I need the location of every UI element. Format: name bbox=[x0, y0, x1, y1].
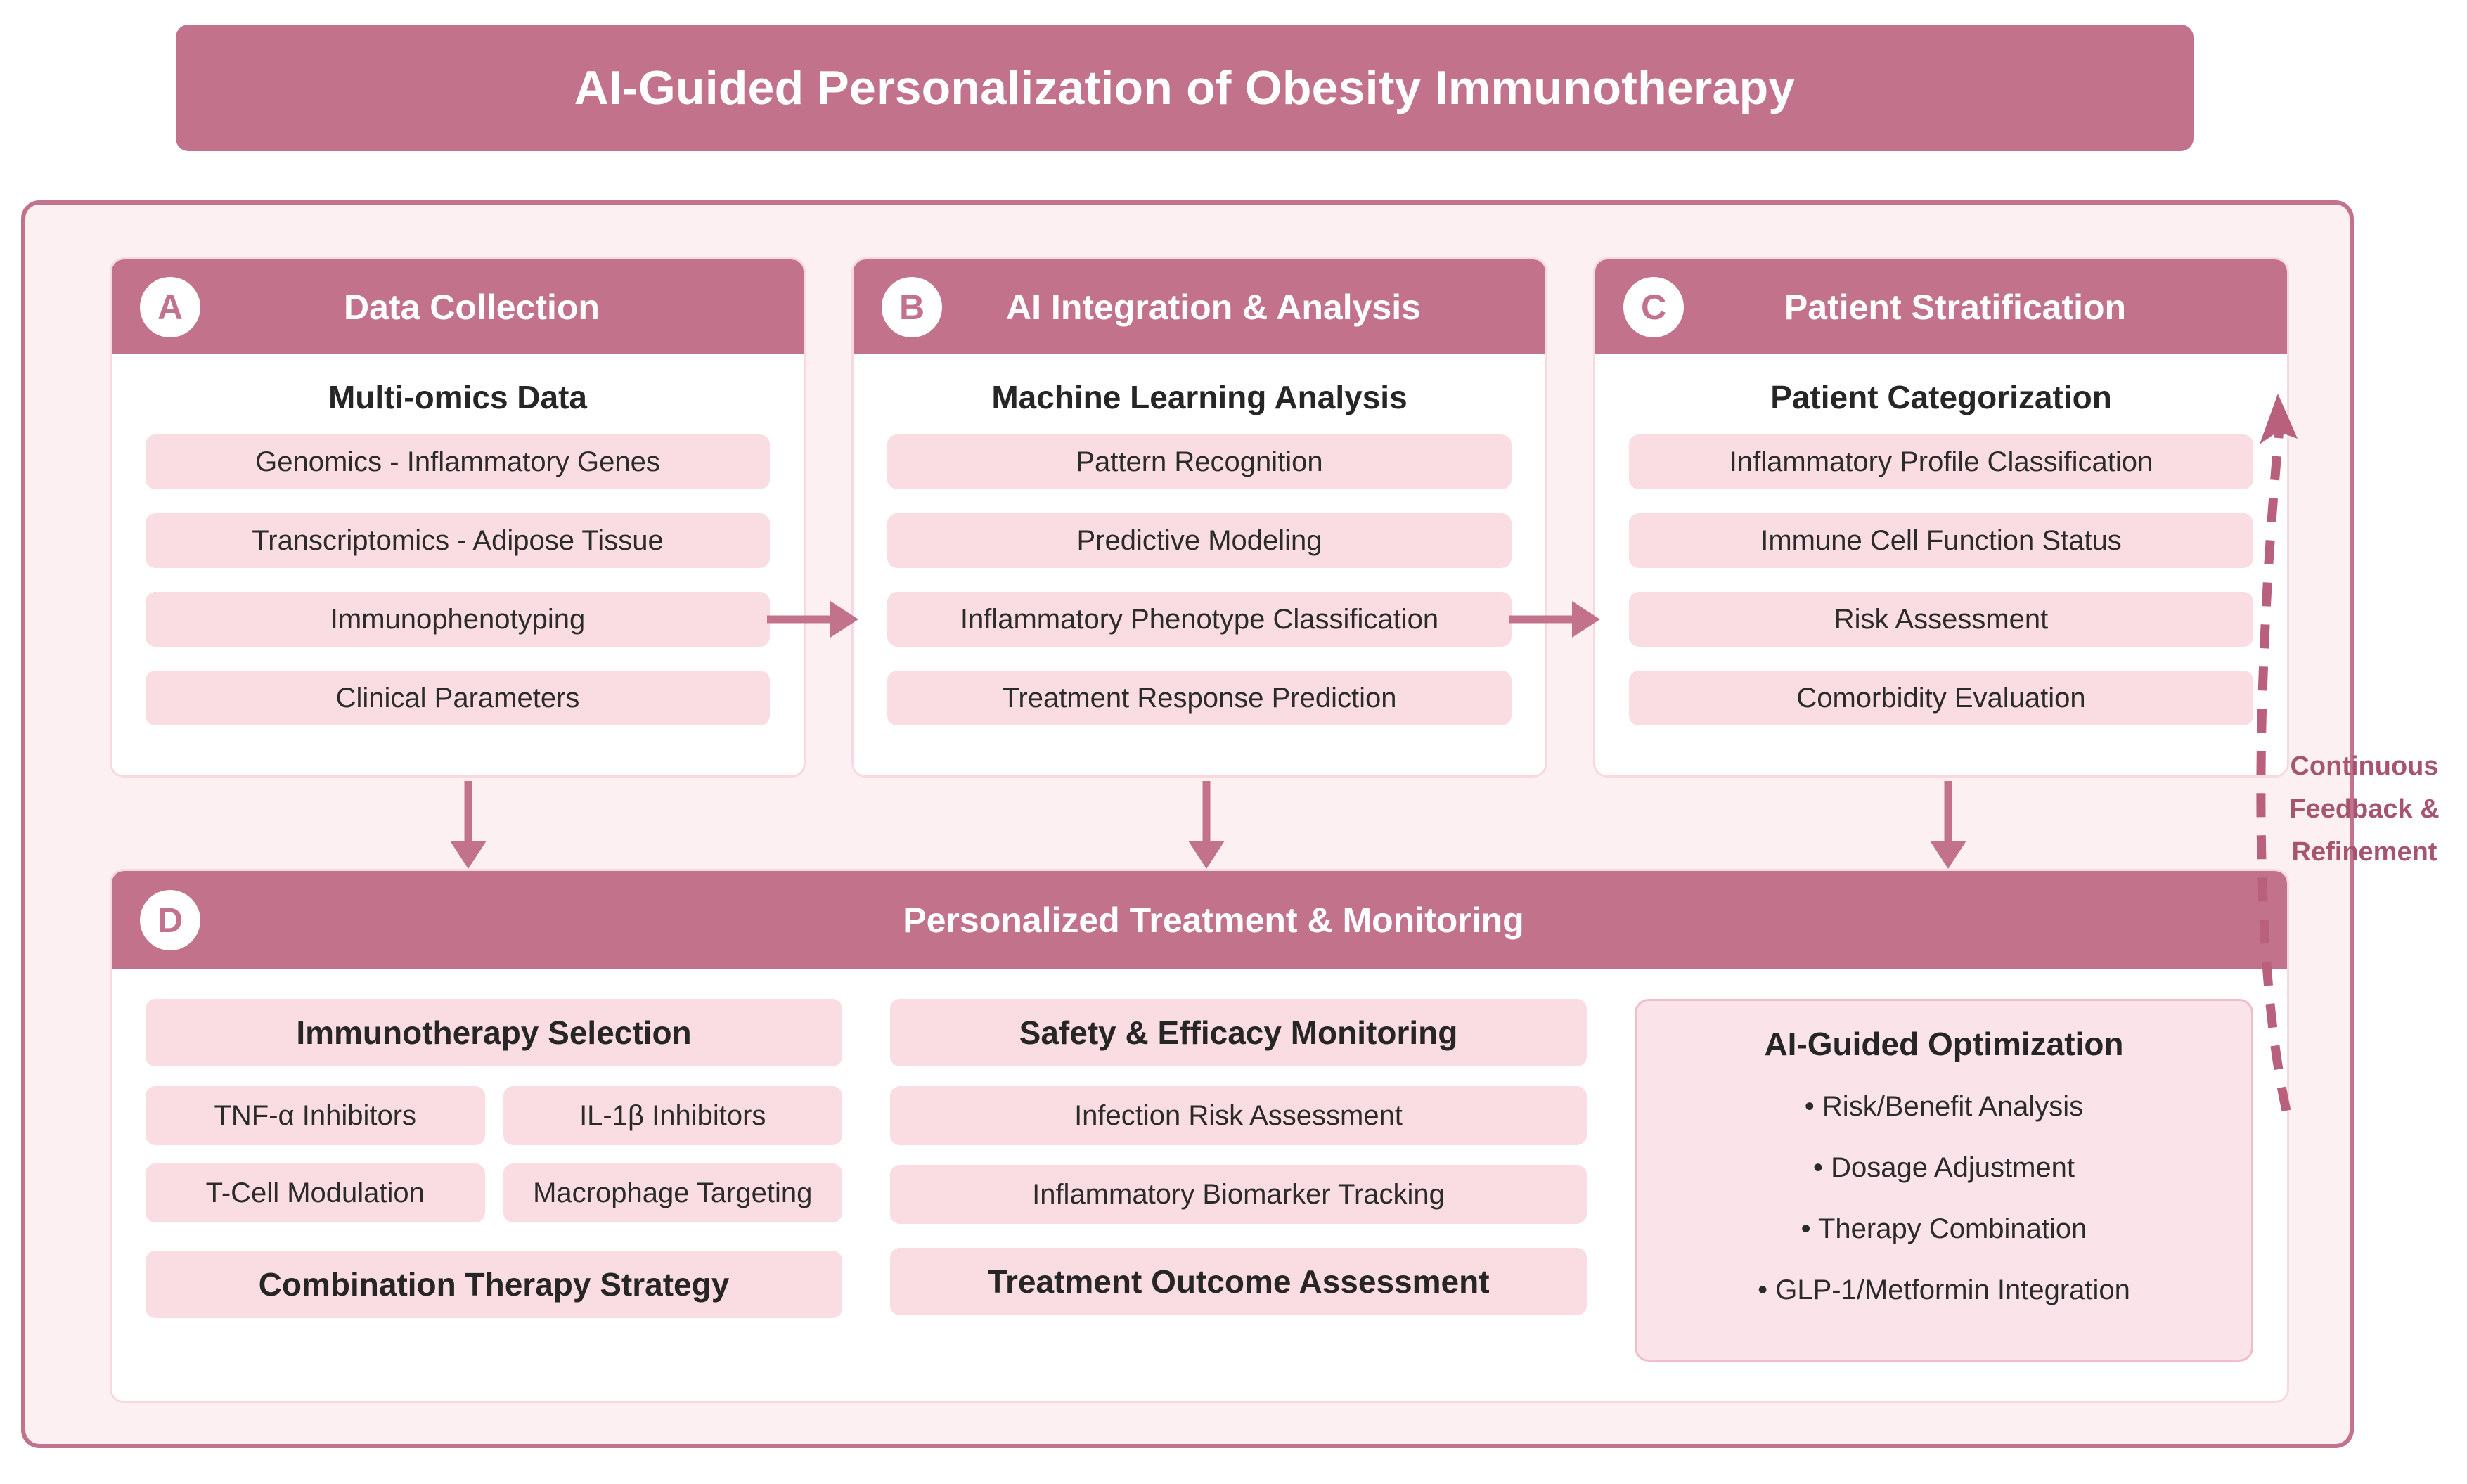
stage-a-header: A Data Collection bbox=[112, 259, 804, 354]
stage-c-subtitle: Patient Categorization bbox=[1770, 379, 2112, 415]
stage-c-item[interactable]: Risk Assessment bbox=[1629, 592, 2253, 647]
stage-b-badge: B bbox=[882, 276, 942, 337]
optimization-item: • GLP-1/Metformin Integration bbox=[1758, 1275, 2130, 1305]
immunotherapy-item[interactable]: T-Cell Modulation bbox=[146, 1163, 485, 1222]
stage-card-c[interactable]: C Patient Stratification Patient Categor… bbox=[1593, 257, 2289, 778]
immunotherapy-grid: TNF-α Inhibitors IL-1β Inhibitors T-Cell… bbox=[146, 1086, 842, 1222]
stage-d-header: D Personalized Treatment & Monitoring bbox=[112, 871, 2287, 969]
arrow-b-to-c-icon bbox=[1509, 598, 1600, 640]
immunotherapy-item[interactable]: IL-1β Inhibitors bbox=[503, 1086, 842, 1145]
stage-a-item[interactable]: Clinical Parameters bbox=[146, 671, 770, 725]
immunotherapy-item[interactable]: Macrophage Targeting bbox=[503, 1163, 842, 1222]
stage-c-body: Patient Categorization Inflammatory Prof… bbox=[1595, 378, 2287, 725]
immunotherapy-item[interactable]: TNF-α Inhibitors bbox=[146, 1086, 485, 1145]
stage-b-item[interactable]: Pattern Recognition bbox=[887, 434, 1512, 489]
stage-c-item[interactable]: Comorbidity Evaluation bbox=[1629, 671, 2253, 725]
stage-a-body: Multi-omics Data Genomics - Inflammatory… bbox=[112, 378, 804, 725]
stage-b-item[interactable]: Inflammatory Phenotype Classification bbox=[887, 592, 1512, 647]
stage-c-item[interactable]: Immune Cell Function Status bbox=[1629, 513, 2253, 568]
title-banner: AI-Guided Personalization of Obesity Imm… bbox=[176, 25, 2194, 151]
monitoring-heading: Safety & Efficacy Monitoring bbox=[890, 999, 1587, 1066]
stage-card-d[interactable]: D Personalized Treatment & Monitoring Im… bbox=[110, 869, 2289, 1403]
stage-d-title: Personalized Treatment & Monitoring bbox=[903, 901, 1524, 940]
stage-a-item[interactable]: Genomics - Inflammatory Genes bbox=[146, 434, 770, 489]
optimization-item: • Risk/Benefit Analysis bbox=[1804, 1091, 2084, 1122]
arrow-a-to-d-icon bbox=[447, 781, 489, 869]
stage-a-title: Data Collection bbox=[344, 287, 600, 327]
arrow-a-to-b-icon bbox=[767, 598, 858, 640]
stage-card-a[interactable]: A Data Collection Multi-omics Data Genom… bbox=[110, 257, 806, 778]
stage-d-badge: D bbox=[140, 890, 200, 950]
stage-c-badge: C bbox=[1623, 276, 1684, 337]
column-immunotherapy-selection: Immunotherapy Selection TNF-α Inhibitors… bbox=[146, 999, 842, 1362]
arrow-c-to-d-icon bbox=[1927, 781, 1969, 869]
stage-c-title: Patient Stratification bbox=[1784, 287, 2127, 327]
stage-b-item[interactable]: Predictive Modeling bbox=[887, 513, 1512, 568]
flowchart-container: A Data Collection Multi-omics Data Genom… bbox=[21, 200, 2354, 1448]
optimization-item: • Dosage Adjustment bbox=[1813, 1152, 2075, 1183]
stage-b-title: AI Integration & Analysis bbox=[1006, 287, 1421, 327]
stage-a-item[interactable]: Immunophenotyping bbox=[146, 592, 770, 647]
immunotherapy-heading: Immunotherapy Selection bbox=[146, 999, 842, 1066]
combination-therapy-strategy[interactable]: Combination Therapy Strategy bbox=[146, 1251, 842, 1318]
stage-b-body: Machine Learning Analysis Pattern Recogn… bbox=[854, 378, 1545, 725]
column-ai-guided-optimization: AI-Guided Optimization • Risk/Benefit An… bbox=[1635, 999, 2253, 1362]
optimization-item: • Therapy Combination bbox=[1801, 1213, 2087, 1244]
stage-a-badge: A bbox=[140, 276, 200, 337]
stage-b-subtitle: Machine Learning Analysis bbox=[991, 379, 1408, 415]
stage-a-item[interactable]: Transcriptomics - Adipose Tissue bbox=[146, 513, 770, 568]
optimization-title: AI-Guided Optimization bbox=[1764, 1026, 2124, 1062]
monitoring-item[interactable]: Infection Risk Assessment bbox=[890, 1086, 1587, 1145]
stage-b-item[interactable]: Treatment Response Prediction bbox=[887, 671, 1512, 725]
arrow-b-to-d-icon bbox=[1185, 781, 1228, 869]
treatment-outcome-assessment[interactable]: Treatment Outcome Assessment bbox=[890, 1248, 1587, 1315]
feedback-label: Continuous Feedback & Refinement bbox=[2289, 751, 2440, 867]
monitoring-item[interactable]: Inflammatory Biomarker Tracking bbox=[890, 1165, 1587, 1224]
optimization-box: AI-Guided Optimization • Risk/Benefit An… bbox=[1635, 999, 2253, 1362]
stage-b-header: B AI Integration & Analysis bbox=[854, 259, 1545, 354]
feedback-loop-arrow-icon bbox=[2256, 394, 2298, 1112]
column-safety-efficacy-monitoring: Safety & Efficacy Monitoring Infection R… bbox=[890, 999, 1587, 1362]
stage-card-b[interactable]: B AI Integration & Analysis Machine Lear… bbox=[851, 257, 1547, 778]
page-title: AI-Guided Personalization of Obesity Imm… bbox=[574, 61, 1796, 115]
stage-c-item[interactable]: Inflammatory Profile Classification bbox=[1629, 434, 2253, 489]
stage-a-subtitle: Multi-omics Data bbox=[328, 379, 588, 415]
stage-d-columns: Immunotherapy Selection TNF-α Inhibitors… bbox=[112, 969, 2287, 1362]
stage-c-header: C Patient Stratification bbox=[1595, 259, 2287, 354]
